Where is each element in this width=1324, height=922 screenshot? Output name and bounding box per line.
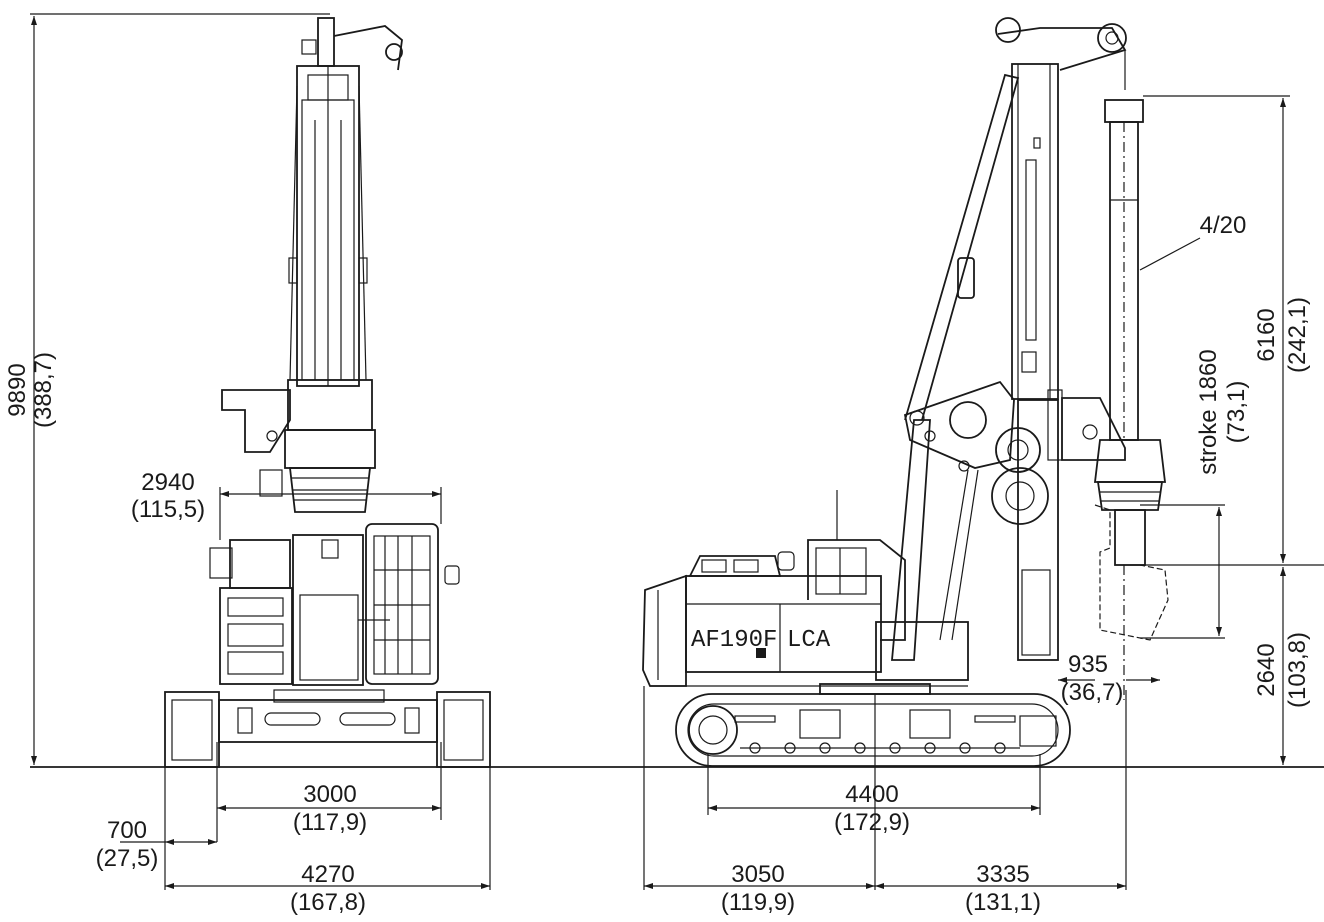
- cab-width-mm: 2940: [141, 469, 194, 496]
- right-track: [436, 691, 491, 768]
- offset-mm: 935: [1068, 651, 1108, 678]
- front-dimensions: 9890 (388,7) 2940 (115,5) 3000 (117,9) 7…: [4, 13, 491, 916]
- tumbler-distance-in: (172,9): [834, 809, 910, 836]
- front-width-mm: 4270: [301, 861, 354, 888]
- track-shoe-mm: 700: [107, 817, 147, 844]
- side-counterweight: [642, 574, 687, 687]
- machine-logo-mark: [756, 648, 766, 658]
- working-height-in: (103,8): [1284, 632, 1311, 708]
- kelly-bar-head: [1104, 99, 1144, 123]
- stroke-in: (73,1): [1223, 381, 1250, 444]
- cab-width-in: (115,5): [131, 496, 205, 523]
- rear-length-mm: 3050: [731, 861, 784, 888]
- kelly-height-in: (242,1): [1284, 297, 1311, 373]
- kelly-height-mm: 6160: [1253, 308, 1280, 361]
- front-cab: [365, 523, 439, 685]
- stroke-mm: stroke 1860: [1195, 349, 1222, 474]
- rear-length-in: (119,9): [721, 889, 795, 916]
- front-length-mm: 3335: [976, 861, 1029, 888]
- front-width-in: (167,8): [290, 889, 366, 916]
- left-track: [164, 691, 220, 768]
- side-dimensions: 4/20 6160 (242,1) stroke 1860 (73,1) 264…: [643, 95, 1324, 916]
- track-gauge-in: (117,9): [293, 809, 367, 836]
- tumbler-distance-mm: 4400: [845, 781, 898, 808]
- side-upper-body: [685, 575, 882, 673]
- side-cab: [807, 539, 906, 641]
- track-gauge-mm: 3000: [303, 781, 356, 808]
- front-view-rig: [164, 17, 491, 768]
- front-length-in: (131,1): [965, 889, 1041, 916]
- side-crawler: [675, 693, 1071, 767]
- machine-suffix: LCA: [787, 627, 831, 654]
- front-height-mm: 9890: [4, 363, 31, 416]
- front-height-in: (388,7): [30, 352, 57, 428]
- offset-in: (36,7): [1061, 679, 1124, 706]
- side-view-rig: AF190F LCA: [642, 17, 1169, 767]
- working-height-mm: 2640: [1253, 643, 1280, 696]
- kelly-label: 4/20: [1200, 212, 1247, 239]
- track-shoe-in: (27,5): [96, 845, 159, 872]
- side-mast: [1011, 63, 1059, 400]
